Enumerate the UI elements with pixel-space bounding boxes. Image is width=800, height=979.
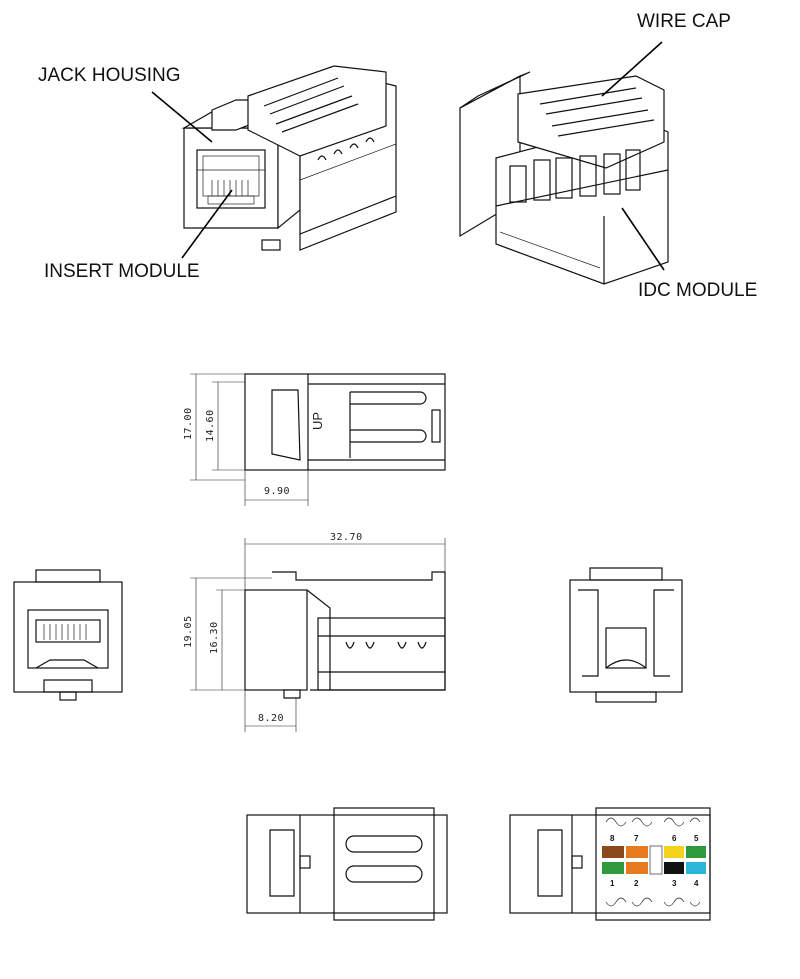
dim-side-width: 8.20 [258,713,284,724]
bottom-left-view [246,807,448,921]
color-swatch-orange [626,846,648,858]
callout-wire-cap: WIRE CAP [637,11,731,32]
pin-label-7: 7 [634,834,639,843]
leader-wire-cap [601,41,663,97]
pin-label-4: 4 [694,879,699,888]
callout-jack-housing: JACK HOUSING [38,65,181,86]
pin-label-3: 3 [672,879,677,888]
color-swatch-green [686,846,706,858]
pin-label-1: 1 [610,879,615,888]
dim-top-height-inner: 14.60 [205,409,216,442]
top-view-dimensions [190,373,309,506]
callout-insert-module: INSERT MODULE [44,261,200,282]
rear-view [569,567,683,703]
dim-side-length: 32.70 [330,532,363,543]
leader-jack-housing [151,91,213,143]
color-swatch-green-2 [602,862,624,874]
up-mark: UP [310,412,325,430]
color-swatch-brown [602,846,624,858]
top-view: UP [244,373,446,471]
bottom-right-view: 8 7 6 5 1 2 3 4 [509,807,711,921]
dim-side-height-outer: 19.05 [183,615,194,648]
pin-label-8: 8 [610,834,615,843]
side-view [244,571,446,699]
pin-label-6: 6 [672,834,677,843]
callout-idc-module: IDC MODULE [638,280,757,301]
pin-label-5: 5 [694,834,699,843]
isometric-front-view [181,65,397,251]
isometric-rear-view [459,71,669,285]
color-swatch-cyan [686,862,706,874]
leader-idc-module [621,207,665,271]
color-swatch-black [664,862,684,874]
color-swatch-yellow [664,846,684,858]
dim-top-width: 9.90 [264,486,290,497]
dim-top-height-outer: 17.00 [183,407,194,440]
color-swatch-orange-2 [626,862,648,874]
leader-insert-module [181,189,233,259]
front-view [13,569,123,701]
dim-side-height-inner: 16.30 [209,621,220,654]
side-view-dimensions [190,538,446,732]
pin-label-2: 2 [634,879,639,888]
